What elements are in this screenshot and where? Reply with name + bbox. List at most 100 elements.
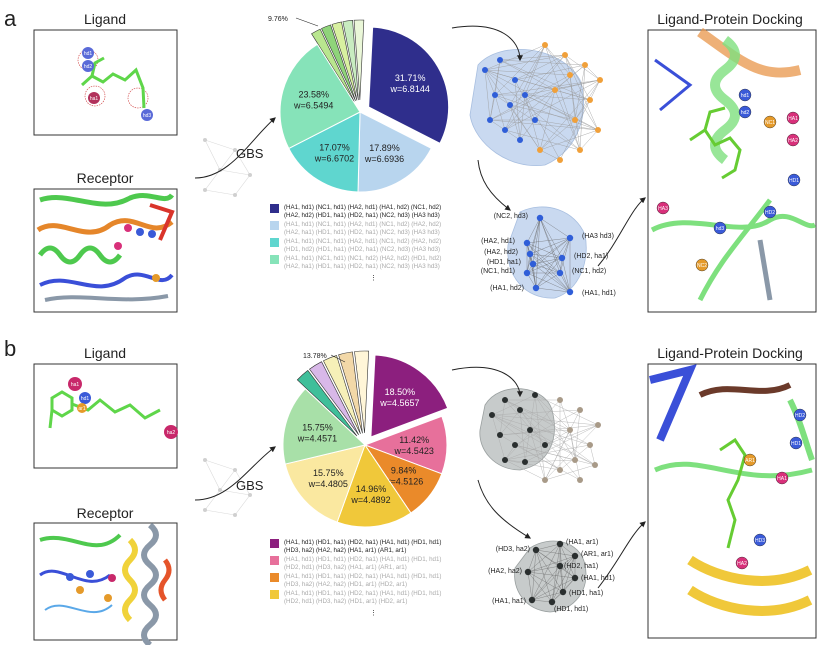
clique-edge	[526, 237, 571, 244]
clique-edge	[529, 237, 571, 255]
graph-edge	[489, 119, 599, 131]
docking-atom-label: HD3	[755, 538, 765, 544]
graph-edge	[509, 44, 546, 106]
clique-node	[536, 214, 544, 222]
legend-swatch	[270, 238, 279, 247]
graph-edge	[499, 424, 599, 436]
clique-edge	[535, 287, 571, 293]
graph-edge	[534, 119, 599, 131]
clique-edge	[562, 555, 576, 593]
graph-node	[567, 427, 573, 433]
atom-hd1-icon	[79, 392, 91, 404]
clique-edge	[535, 549, 553, 603]
docking-atom-label: HD1	[789, 178, 799, 184]
panel-a-docking-title: Ligand-Protein Docking	[657, 11, 803, 27]
atom-ha2-icon	[164, 425, 178, 439]
clique-node-label: (HA1, hd2)	[490, 285, 524, 292]
clique-node	[548, 598, 556, 606]
clique-node-label: (HA2, hd1)	[481, 238, 515, 245]
clique-node-label: (HD1, hd1)	[554, 606, 588, 613]
panel-a-arrow-to-clique	[477, 159, 511, 211]
graph-edge	[504, 444, 591, 461]
legend-entry-line2: (HD2, hd1) (HD3, ha2) (HD1, ar1) (HD2, a…	[284, 598, 407, 605]
clique-edge	[531, 565, 561, 601]
clique-edge	[526, 257, 563, 274]
graph-edge	[524, 94, 561, 161]
clique-node	[559, 588, 567, 596]
docking-atom	[753, 533, 767, 547]
graph-edge	[489, 119, 506, 131]
graph-edge	[499, 59, 586, 66]
legend-entry-line2: (HA2, ha1) (HD1, hd1) (HD2, ha1) (NC2, h…	[284, 229, 440, 236]
graph-node	[562, 52, 568, 58]
pie-slice-percent: 15.75%	[313, 468, 344, 478]
graph-node	[537, 147, 543, 153]
graph-node	[597, 77, 603, 83]
clique-node	[556, 540, 564, 548]
graph-node	[517, 137, 523, 143]
pie-slice	[336, 443, 412, 528]
graph-edge	[504, 459, 526, 463]
graph-edge	[559, 399, 571, 431]
graph-node	[567, 72, 573, 78]
graph-edge	[524, 54, 566, 96]
clique-edge	[532, 263, 561, 274]
clique-edge	[561, 257, 571, 293]
graph-node	[507, 102, 513, 108]
clique-edge	[539, 217, 563, 259]
clique-edge	[532, 257, 563, 265]
pie-small-slice	[323, 355, 361, 435]
panel-b-gbs-network-icon	[203, 458, 252, 517]
graph-edge	[509, 104, 576, 121]
pie-slice-weight: w=6.6936	[364, 154, 404, 164]
pie-small-slice	[311, 28, 355, 102]
graph-edge	[534, 394, 599, 426]
pie-small-slice	[342, 19, 359, 101]
graph-edge	[484, 69, 496, 96]
pie-slice-weight: w=4.5423	[394, 446, 434, 456]
pie-slice	[370, 354, 449, 438]
panel-b-ligand-image: ha1 hd1 ar1 ha2	[33, 363, 178, 469]
graph-edge	[574, 99, 591, 121]
graph-edge	[484, 69, 556, 91]
pie-small-slice	[296, 369, 358, 437]
pie-slice-weight: w=6.8144	[390, 84, 430, 94]
clique-edge	[559, 237, 571, 274]
clique-edge	[529, 253, 563, 259]
clique-edge	[551, 555, 576, 603]
graph-edge	[491, 394, 536, 416]
graph-edge	[564, 54, 571, 76]
atom-hd1-icon	[82, 47, 94, 59]
graph-edge	[539, 79, 601, 151]
clique-edge	[527, 555, 576, 573]
graph-node	[542, 42, 548, 48]
panel-a-gbs-network-icon	[203, 138, 252, 197]
clique-edge	[532, 263, 537, 289]
pie-slice-weight: w=4.5657	[379, 398, 419, 408]
clique-edge	[531, 549, 537, 601]
graph-node	[527, 427, 533, 433]
graph-node	[502, 127, 508, 133]
graph-edge	[494, 94, 511, 106]
graph-edge	[494, 94, 599, 131]
clique-node-label: (HA1, hd1)	[581, 575, 615, 582]
graph-node	[497, 57, 503, 63]
panel-b-arrow-to-graph	[451, 366, 523, 398]
pie-slice	[357, 111, 432, 193]
graph-node	[489, 412, 495, 418]
legend-swatch	[270, 255, 279, 264]
clique-edge	[539, 217, 561, 274]
panel-b-compatibility-graph	[479, 388, 601, 483]
clique-edge	[531, 591, 564, 601]
panel-a-pie-callout: 9.76%	[268, 16, 288, 23]
atom-hd2-icon	[82, 60, 94, 72]
graph-edge	[564, 54, 591, 101]
clique-edge	[535, 549, 576, 579]
graph-node	[512, 77, 518, 83]
docking-atom-label: HA2	[737, 561, 747, 567]
graph-edge	[544, 464, 596, 481]
pie-slice-percent: 31.71%	[395, 73, 426, 83]
panel-a-compatibility-graph	[469, 42, 603, 167]
